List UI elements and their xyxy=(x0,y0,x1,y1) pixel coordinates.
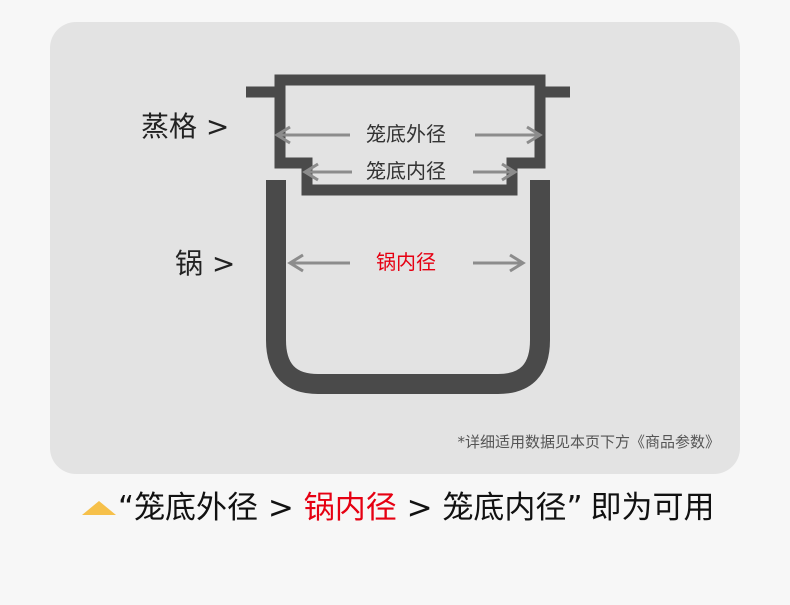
rule-steamer-inner: 笼底内径 xyxy=(442,490,567,526)
rule-steamer-outer: 笼底外径 xyxy=(134,490,259,526)
footnote: *详细适用数据见本页下方《商品参数》 xyxy=(457,433,720,451)
gt-sign: > xyxy=(258,490,304,526)
steamer-inner-label: 笼底内径 xyxy=(366,159,446,183)
pot-inner-arrow xyxy=(287,253,526,273)
open-quote: “ xyxy=(118,490,135,526)
steamer-outer-arrow xyxy=(274,125,543,145)
pot-inner-label: 锅内径 xyxy=(376,250,436,274)
steamer-inner-arrow xyxy=(302,162,518,182)
rule-suffix: 即为可用 xyxy=(590,490,715,526)
triangle-icon xyxy=(82,500,116,515)
steamer-outline xyxy=(246,74,570,196)
close-quote: ” xyxy=(566,490,583,526)
gt-sign: > xyxy=(396,490,443,526)
rule-pot-inner: 锅内径 xyxy=(303,490,397,526)
pot-outline xyxy=(266,180,550,394)
steamer-label: 蒸格 > xyxy=(141,110,230,143)
compatibility-rule: “笼底外径 > 锅内径 > 笼底内径”即为可用 xyxy=(82,490,715,527)
steamer-outer-label: 笼底外径 xyxy=(366,122,446,146)
pot-label: 锅 > xyxy=(175,247,236,280)
diagram-panel xyxy=(50,22,740,474)
